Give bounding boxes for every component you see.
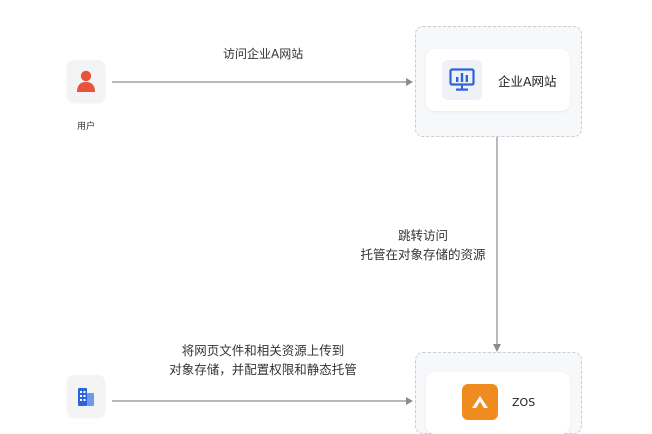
website-card[interactable]: 企业A网站 [426,49,570,111]
website-icon-tile [442,60,482,100]
redirect-line-1: 跳转访问 [397,228,448,243]
uploader-node[interactable] [67,375,105,417]
monitor-chart-icon [449,68,475,91]
redirect-arrow [493,137,501,352]
zos-title: ZOS [512,396,536,409]
upload-line-2: 对象存储，并配置权限和静态托管 [169,362,357,377]
zos-logo-icon [472,396,488,408]
website-title: 企业A网站 [498,73,557,89]
zos-card[interactable]: ZOS [426,372,570,434]
building-icon [78,388,94,406]
upload-edge-label: 将网页文件和相关资源上传到 对象存储，并配置权限和静态托管 [168,341,358,379]
zos-logo-tile [462,384,498,420]
upload-line-1: 将网页文件和相关资源上传到 [181,343,345,358]
upload-arrow [112,397,413,405]
user-node[interactable] [67,60,105,102]
redirect-edge-label: 跳转访问 托管在对象存储的资源 [355,226,491,264]
visit-arrow [112,78,413,86]
user-label: 用户 [77,122,96,132]
visit-edge-label: 访问企业A网站 [223,47,304,61]
user-icon [77,70,95,92]
redirect-line-2: 托管在对象存储的资源 [360,247,486,262]
